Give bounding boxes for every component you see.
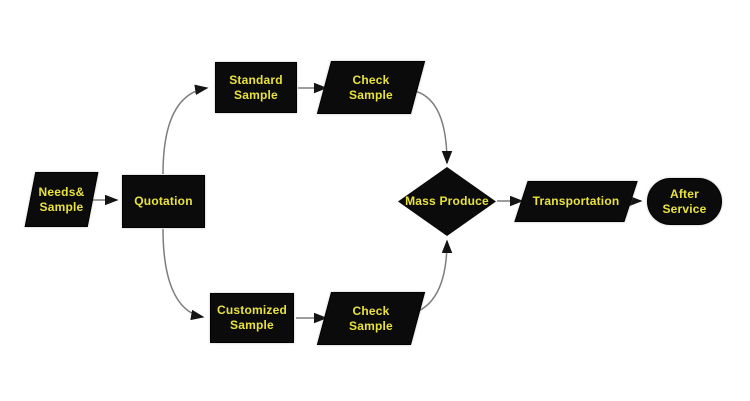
customized-sample-shape (210, 293, 294, 343)
customized-sample-label: Customized Sample (216, 303, 287, 332)
node-check-sample-top: Check Sample (316, 61, 426, 114)
check-sample-top-label: Check Sample (349, 72, 393, 102)
standard-sample-shape (215, 62, 297, 113)
needs-sample-label: Needs& Sample (38, 184, 85, 214)
node-standard-sample: Standard Sample (215, 62, 297, 113)
edge-quotation-to-standard-sample (162, 84, 209, 175)
edge-quotation-to-customized-sample (162, 228, 205, 321)
node-quotation: Quotation (122, 175, 205, 228)
after-service-shape (647, 178, 722, 225)
quotation-label: Quotation (134, 194, 193, 208)
quotation-shape (122, 175, 205, 228)
node-customized-sample: Customized Sample (210, 293, 294, 343)
node-check-sample-bottom: Check Sample (316, 292, 426, 345)
node-mass-produce: Mass Produce (398, 167, 496, 236)
transportation-label: Transportation (532, 194, 620, 208)
mass-produce-label: Mass Produce (405, 194, 489, 208)
node-after-service: After Service (647, 178, 722, 225)
node-transportation: Transportation (514, 181, 638, 222)
after-service-label: After Service (662, 186, 707, 216)
standard-sample-label: Standard Sample (229, 72, 283, 102)
check-sample-bottom-label: Check Sample (349, 303, 393, 333)
node-needs-sample: Needs& Sample (24, 172, 99, 227)
